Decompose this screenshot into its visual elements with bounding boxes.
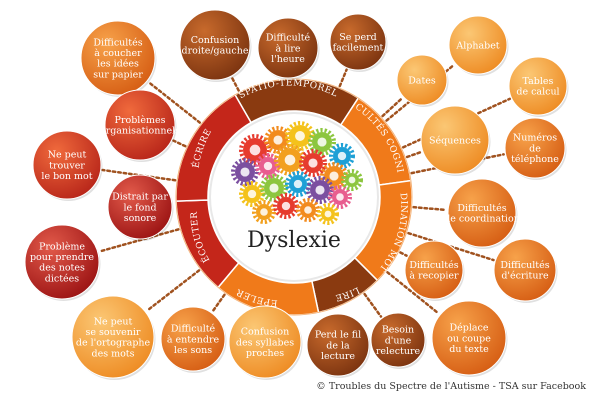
connector-difficulte-entendre-sons [211,293,226,313]
bubble-disc [508,56,568,116]
bubble-disc [370,312,426,368]
connector-besoin-relecture [363,292,383,318]
connector-deplace-coupe-texte [386,271,440,315]
bubble-sequences: Séquences [420,105,491,176]
connector-sequences [405,150,423,159]
bubble-disc [228,305,302,379]
connector-confusion-droite-gauche [230,76,240,92]
connector-se-perd-facilement [338,68,348,88]
bubble-disc [404,240,464,300]
credit-text: © Troubles du Spectre de l'Autisme - TSA… [316,381,586,392]
brain-gears-icon [231,121,363,225]
bubble-disc [32,130,102,200]
bubble-disc [179,9,251,81]
bubble-disc [24,224,100,300]
connector-dates [381,96,404,118]
bubble-disc [504,117,566,179]
bubble-dates: Dates [396,54,449,107]
center-title: Dyslexie [247,228,341,253]
bubble-disc [71,295,155,379]
central-ring [175,78,413,316]
bubble-disc [306,313,370,377]
bubble-disc [329,13,387,71]
bubble-label: Séquences [429,135,481,146]
bubble-disc [107,174,173,240]
bubble-disc [80,20,156,96]
bubble-disc [257,17,319,79]
connector-difficultes-coordination [412,205,448,212]
bubble-disc [104,89,176,161]
connector-difficultes-recopier [399,251,408,257]
bubble-disc [420,105,490,175]
bubble-label: Alphabet [455,40,499,51]
bubble-disc [431,300,507,376]
connector-probleme-prendre-notes [98,228,180,253]
bubble-disc [447,178,517,248]
connector-problemes-organisationnels [172,139,187,148]
bubble-label: Dates [408,75,436,86]
bubble-disc [493,238,557,302]
bubble-alphabet: Alphabet [448,15,509,76]
bubble-disc [160,306,226,372]
connector-ne-peut-souvenir-orthographe [145,269,201,312]
connector-difficultes-coucher-idees [147,80,202,124]
bubble-disc [448,15,508,75]
bubble-disc [396,54,448,106]
